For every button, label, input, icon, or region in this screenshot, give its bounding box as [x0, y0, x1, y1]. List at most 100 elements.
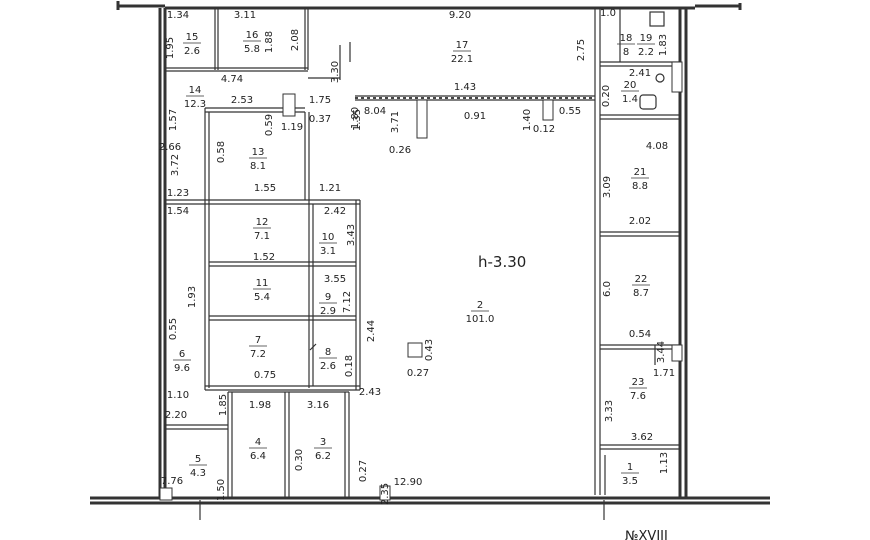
- dimension-label: 3.30: [330, 61, 341, 83]
- dimension-label: 0.54: [629, 329, 651, 340]
- room-area: 4.3: [190, 468, 206, 479]
- room-number: 20: [624, 80, 637, 91]
- room-number: 9: [325, 292, 331, 303]
- room-6: 69.6: [173, 349, 191, 374]
- dimension-label: 2.41: [629, 68, 651, 79]
- room-number: 1: [627, 462, 633, 473]
- room-number: 23: [632, 377, 645, 388]
- room-number: 13: [252, 147, 265, 158]
- dimension-label: 2.08: [290, 29, 301, 51]
- dimension-label: 2.44: [366, 320, 377, 342]
- room-number: 2: [477, 300, 483, 311]
- dimension-label: 0.30: [294, 449, 305, 471]
- room-area: 8.8: [632, 181, 648, 192]
- room-8: 82.6: [319, 347, 337, 372]
- dimension-label: 0.55: [559, 106, 581, 117]
- room-area: 3.1: [320, 246, 336, 257]
- room-area: 8: [623, 47, 629, 58]
- dimension-label: 0.43: [424, 339, 435, 361]
- room-area: 2.2: [638, 47, 654, 58]
- room-number: 21: [634, 167, 647, 178]
- room-11: 115.4: [253, 278, 271, 303]
- dimension-label: 0.18: [344, 355, 355, 377]
- room-13: 138.1: [249, 147, 267, 172]
- dimension-label: 1.10: [167, 390, 189, 401]
- dimension-label: 1.21: [319, 183, 341, 194]
- dimension-label: 1.0: [600, 8, 616, 19]
- room-12: 127.1: [253, 217, 271, 242]
- dimension-label: 3.55: [324, 274, 346, 285]
- room-area: 1.4: [622, 94, 638, 105]
- room-area: 5.8: [244, 44, 260, 55]
- room-area: 9.6: [174, 363, 190, 374]
- room-area: 2.6: [184, 46, 200, 57]
- room-area: 3.5: [622, 476, 638, 487]
- dimension-label: 3.72: [170, 154, 181, 176]
- room-number: 7: [255, 335, 261, 346]
- room-1: 13.5: [621, 462, 639, 487]
- dimension-label: 0.55: [168, 318, 179, 340]
- outer-walls: [90, 1, 770, 505]
- dimension-label: 2.75: [576, 39, 587, 61]
- dimension-label: 1.71: [653, 368, 675, 379]
- room-number: 5: [195, 454, 201, 465]
- room-area: 8.1: [250, 161, 266, 172]
- room-number: 11: [256, 278, 269, 289]
- dimension-label: 4.74: [221, 74, 243, 85]
- dimension-label: 1.95: [165, 37, 176, 59]
- room-10: 103.1: [319, 232, 337, 257]
- dimension-label: 3.71: [390, 111, 401, 133]
- room-number: 8: [325, 347, 331, 358]
- room-23: 237.6: [629, 377, 647, 402]
- room-number: 6: [179, 349, 185, 360]
- dimension-label: 9.20: [449, 10, 471, 21]
- dimension-label: 1.19: [281, 122, 303, 133]
- dimension-label: 6.0: [602, 281, 613, 297]
- dimension-label: 0.26: [389, 145, 411, 156]
- dimension-label: 3.43: [346, 224, 357, 246]
- dimension-label: 8.04: [364, 106, 386, 117]
- room-area: 7.6: [630, 391, 646, 402]
- room-number: 22: [635, 274, 648, 285]
- room-number: 16: [246, 30, 259, 41]
- room-number: 3: [320, 437, 326, 448]
- dimension-label: 0.91: [464, 111, 486, 122]
- dimension-label: 1.54: [167, 206, 189, 217]
- room-area: 101.0: [466, 314, 495, 325]
- inner-partitions: [159, 8, 683, 520]
- room-number: 15: [186, 32, 199, 43]
- dimension-label: 2.02: [629, 216, 651, 227]
- room-area: 8.7: [633, 288, 649, 299]
- dimension-label: 1.13: [659, 452, 670, 474]
- room-area: 2.9: [320, 306, 336, 317]
- room-number: 10: [322, 232, 335, 243]
- room-4: 46.4: [249, 437, 267, 462]
- dimension-label: 1.35: [352, 109, 363, 131]
- dimension-label: 0.37: [309, 114, 331, 125]
- dimension-label: 0.58: [216, 141, 227, 163]
- dimension-label: 0.20: [601, 85, 612, 107]
- dimension-label: 1.40: [522, 109, 533, 131]
- dimension-label: 3.16: [307, 400, 329, 411]
- dimension-label: 7.76: [161, 476, 183, 487]
- room-22: 228.7: [632, 274, 650, 299]
- room-number: 17: [456, 40, 469, 51]
- room-number: 14: [189, 85, 202, 96]
- dimension-label: 1.88: [264, 31, 275, 53]
- room-area: 6.2: [315, 451, 331, 462]
- room-7: 77.2: [249, 335, 267, 360]
- room-area: 7.1: [254, 231, 270, 242]
- room-19: 192.2: [637, 33, 655, 58]
- dimension-label: 1.57: [168, 109, 179, 131]
- room-number: 19: [640, 33, 653, 44]
- dimension-label: 3.44: [656, 341, 667, 363]
- dimension-label: 2.42: [324, 206, 346, 217]
- room-area: 7.2: [250, 349, 266, 360]
- dimension-label: 1.83: [658, 34, 669, 56]
- dimension-label: 0.27: [358, 460, 369, 482]
- dimension-label: 2.43: [359, 387, 381, 398]
